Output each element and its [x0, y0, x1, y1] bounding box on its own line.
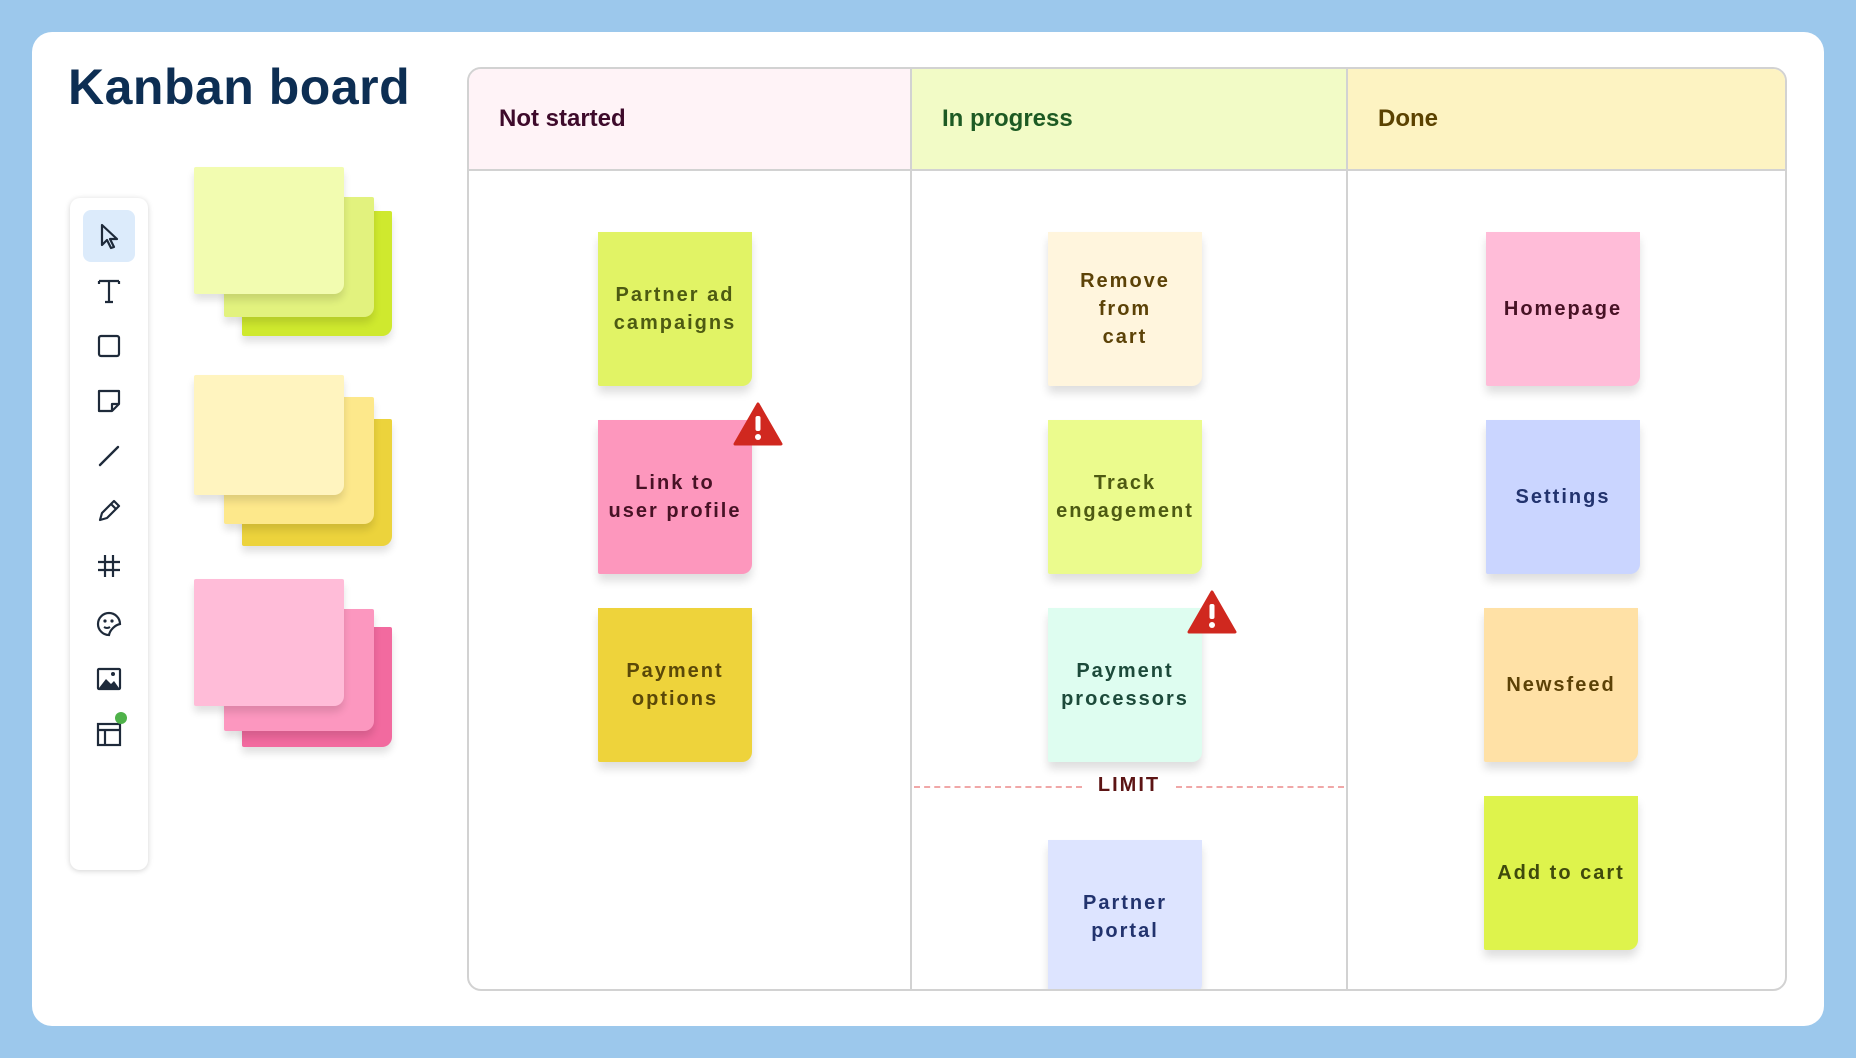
pen-tool-button[interactable]: [83, 485, 135, 537]
column-title: Done: [1378, 105, 1438, 132]
note-text: Track engagement: [1056, 472, 1194, 522]
sticky-note[interactable]: Add to cart: [1484, 796, 1638, 950]
note-text: Add to cart: [1497, 862, 1625, 884]
sticky-note[interactable]: Homepage: [1486, 232, 1640, 386]
limit-dash-left: [914, 786, 1082, 788]
page-title: Kanban board: [68, 59, 411, 115]
column-header-in-progress: In progress: [912, 69, 1346, 169]
limit-label: LIMIT: [1097, 774, 1161, 796]
sticky-sheet: [194, 375, 344, 495]
text-tool-button[interactable]: [83, 265, 135, 317]
toolbar: [70, 198, 148, 870]
column-header-not-started: Not started: [469, 69, 910, 169]
line-tool-button[interactable]: [83, 430, 135, 482]
select-tool-button[interactable]: [83, 210, 135, 262]
header-divider: [469, 169, 1785, 171]
sticky-note-tool-button[interactable]: [83, 375, 135, 427]
shape-tool-button[interactable]: [83, 320, 135, 372]
sticky-note[interactable]: Payment processors: [1048, 608, 1202, 762]
column-divider: [910, 69, 912, 989]
sticky-note[interactable]: Newsfeed: [1484, 608, 1638, 762]
sticky-note[interactable]: Payment options: [598, 608, 752, 762]
sticker-tool-button[interactable]: [83, 598, 135, 650]
select-icon: [100, 223, 119, 250]
note-text: Link to user profile: [608, 472, 742, 522]
shape-icon: [97, 334, 121, 358]
sticky-note[interactable]: Partner ad campaigns: [598, 232, 752, 386]
sticky-note[interactable]: Remove from cart: [1048, 232, 1202, 386]
note-text: Payment processors: [1061, 660, 1189, 710]
sticky-sheet: [194, 579, 344, 706]
frame-icon: [98, 555, 120, 577]
text-icon: [97, 279, 121, 304]
wip-limit-line: LIMIT: [914, 772, 1344, 802]
sticky-note[interactable]: Settings: [1486, 420, 1640, 574]
limit-dash-right: [1176, 786, 1344, 788]
column-title: Not started: [499, 105, 626, 132]
note-text: Newsfeed: [1506, 674, 1616, 696]
warning-icon: [1187, 590, 1237, 634]
note-text: Homepage: [1503, 298, 1623, 320]
column-title: In progress: [942, 105, 1073, 132]
sticky-note[interactable]: Track engagement: [1048, 420, 1202, 574]
column-header-done: Done: [1348, 69, 1785, 169]
note-text: Partner portal: [1082, 892, 1168, 942]
image-tool-button[interactable]: [83, 653, 135, 705]
note-text: Payment options: [626, 660, 724, 710]
note-text: Partner ad campaigns: [613, 284, 737, 334]
note-text: Remove from cart: [1080, 270, 1170, 348]
kanban-board: Not started In progress Done Partner ad …: [467, 67, 1787, 991]
template-tool-button[interactable]: [83, 708, 135, 760]
sticky-sheet: [194, 167, 344, 294]
note-text: Settings: [1515, 486, 1611, 508]
template-icon: [96, 722, 122, 747]
sticky-stack-green[interactable]: [194, 167, 404, 377]
image-icon: [96, 667, 122, 691]
pen-icon: [98, 499, 121, 522]
sticky-note-icon: [97, 389, 121, 413]
status-dot: [115, 712, 127, 724]
column-divider: [1346, 69, 1348, 989]
sticky-note[interactable]: Link to user profile: [598, 420, 752, 574]
sticky-stack-pink[interactable]: [194, 579, 404, 789]
sticky-note[interactable]: Partner portal: [1048, 840, 1202, 989]
frame-tool-button[interactable]: [83, 540, 135, 592]
sticky-stack-yellow[interactable]: [194, 375, 404, 585]
sticker-icon: [96, 611, 122, 637]
warning-icon: [733, 402, 783, 446]
line-icon: [98, 445, 120, 467]
canvas-frame: Kanban board: [32, 32, 1824, 1026]
